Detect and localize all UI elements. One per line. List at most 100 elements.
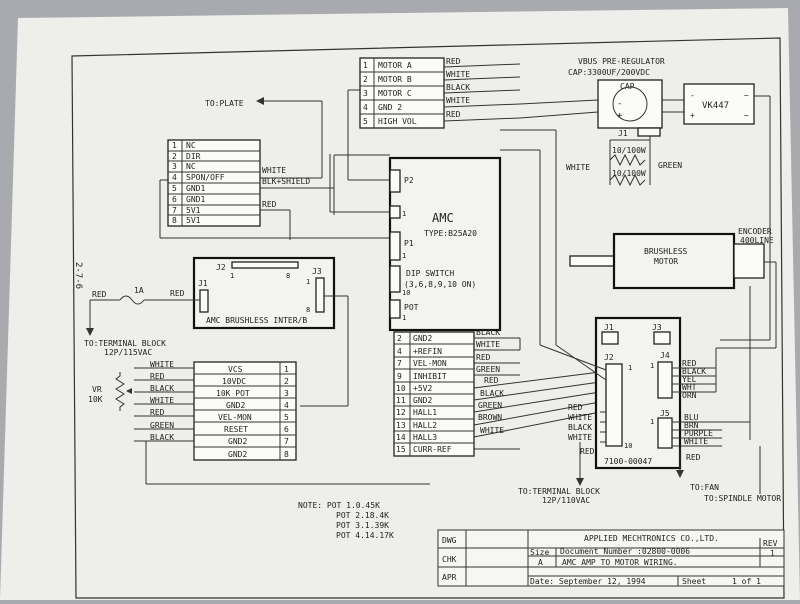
- dip-switch-on: (3,6,8,9,10 ON): [404, 280, 476, 289]
- sig-wire: BROWN: [478, 413, 502, 422]
- to-spindle-label: TO:SPINDLE MOTOR: [704, 494, 781, 503]
- tb-apr: APR: [442, 573, 457, 582]
- inter-pin: 2: [284, 377, 289, 386]
- cap-minus: -: [617, 99, 622, 109]
- white-wire-label: WHITE: [262, 166, 286, 175]
- inter-wire: WHITE: [150, 360, 174, 369]
- j5-red: RED: [686, 453, 701, 462]
- left-name: NC: [186, 162, 196, 171]
- inter-pin: 6: [284, 425, 289, 434]
- inter-pin-1: 1: [230, 272, 234, 280]
- amc-title: AMC: [432, 211, 454, 225]
- inter-name: 10VDC: [222, 377, 246, 386]
- amc-pin-1: 1: [402, 314, 406, 322]
- inter-wire: RED: [150, 408, 165, 417]
- sig-wire: BLACK: [476, 328, 500, 337]
- terminal-mid-2: 12P/110VAC: [542, 496, 590, 505]
- inter-wire: BLACK: [150, 384, 174, 393]
- tb-doc-number: Document Number :02800-0006: [560, 547, 690, 556]
- inter-pin: 5: [284, 413, 289, 422]
- left-pin: 8: [172, 216, 177, 225]
- vk447-tilde: ~: [744, 91, 749, 100]
- tb-rev: 1: [770, 549, 775, 558]
- amc-box: [388, 156, 502, 332]
- vk447-label: VK447: [702, 101, 729, 111]
- motor-connector-table: 1 MOTOR A RED 2 MOTOR B WHITE 3 MOTOR C …: [359, 57, 521, 129]
- blk-shield-label: BLK+SHIELD: [262, 177, 310, 186]
- inter-wire: GREEN: [150, 421, 174, 430]
- motor-name: GND 2: [378, 103, 402, 112]
- ctrl-j3-label: J3: [652, 323, 662, 332]
- motor-label-1: BRUSHLESS: [644, 247, 688, 256]
- resistor-white: WHITE: [566, 163, 590, 172]
- terminal-mid-1: TO:TERMINAL BLOCK: [518, 487, 600, 496]
- inter-pin: 1: [284, 365, 289, 374]
- fuse-circuit: RED 1A RED TO:TERMINAL BLOCK 12P/115VAC …: [73, 262, 200, 357]
- sig-pin: 10: [396, 384, 406, 393]
- inter-name: GND2: [226, 401, 245, 410]
- resistor-symbol: [609, 153, 646, 167]
- cap-label: CAP: [620, 82, 635, 91]
- red-wire-label: RED: [262, 200, 277, 209]
- inter-name: GND2: [228, 450, 247, 459]
- tb-title: AMC AMP TO MOTOR WIRING.: [562, 558, 678, 567]
- vr-label-1: VR: [92, 385, 102, 394]
- red-in-label: RED: [92, 290, 107, 299]
- tb-chk: CHK: [442, 555, 457, 564]
- inter-wire: RED: [150, 372, 165, 381]
- arrow-down-icon: [676, 470, 684, 478]
- red-out-label: RED: [170, 289, 185, 298]
- sig-wire: WHITE: [480, 426, 504, 435]
- inter-pin: 3: [284, 389, 289, 398]
- title-block: DWG CHK APR APPLIED MECHTRONICS CO.,LTD.…: [437, 529, 785, 587]
- left-pin: 4: [172, 173, 177, 182]
- motor-wire: BLACK: [446, 83, 470, 92]
- left-name: GND1: [186, 195, 205, 204]
- arrow-left-icon: [256, 97, 264, 105]
- amc-type: TYPE:B25A20: [424, 229, 477, 238]
- sig-name: +5V2: [413, 384, 432, 393]
- left-pin: 3: [172, 162, 177, 171]
- j5-brn: BRN: [684, 421, 699, 430]
- cap-plus: +: [617, 111, 623, 121]
- dip-switch-label: DIP SWITCH: [406, 269, 454, 278]
- cap-rating: CAP:3300UF/200VDC: [568, 68, 650, 77]
- left-pin: 1: [172, 141, 177, 150]
- inter-j3-label: J3: [312, 267, 322, 276]
- note-line: POT 4.14.17K: [336, 531, 394, 540]
- inter-pin-8: 8: [286, 272, 290, 280]
- motor-label-2: MOTOR: [654, 257, 678, 266]
- fuse-icon: [119, 295, 145, 305]
- j1-top-label: J1: [618, 129, 628, 138]
- left-pin: 7: [172, 206, 177, 215]
- motor-wire: WHITE: [446, 70, 470, 79]
- interface-board-name: AMC BRUSHLESS INTER/B: [206, 316, 307, 325]
- interface-board: J2 1 8 J3 1 8 J1 AMC BRUSHLESS INTER/B: [192, 256, 349, 407]
- inter-j1-label: J1: [198, 279, 208, 288]
- resistor-symbol: [609, 173, 646, 187]
- ctrl-j1-label: J1: [604, 323, 614, 332]
- inter-name: VEL-MON: [218, 413, 252, 422]
- tb-sheet: Sheet: [682, 577, 706, 586]
- left-name: NC: [186, 141, 196, 150]
- left-pin: 5: [172, 184, 177, 193]
- capacitor-symbol: [612, 86, 648, 122]
- sig-wire: GREEN: [476, 365, 500, 374]
- left-name: 5V1: [186, 216, 201, 225]
- inter-pin-8: 8: [306, 306, 310, 314]
- arrow-down-icon: [86, 328, 94, 336]
- j4-red: RED: [682, 359, 697, 368]
- sig-pin: 12: [396, 408, 406, 417]
- j4-black: BLACK: [682, 367, 706, 376]
- ctrl-pin-1: 1: [650, 362, 654, 370]
- j1-top-connector: [637, 127, 661, 137]
- vk447-tilde: ~: [744, 111, 749, 120]
- note-line: POT 3.1.39K: [336, 521, 389, 530]
- sig-pin: 9: [397, 372, 402, 381]
- amc-pin-1: 1: [402, 252, 406, 260]
- j2-black: BLACK: [568, 423, 592, 432]
- motor-name: MOTOR C: [378, 89, 412, 98]
- sig-name: HALL3: [413, 433, 437, 442]
- motor-name: MOTOR B: [378, 75, 412, 84]
